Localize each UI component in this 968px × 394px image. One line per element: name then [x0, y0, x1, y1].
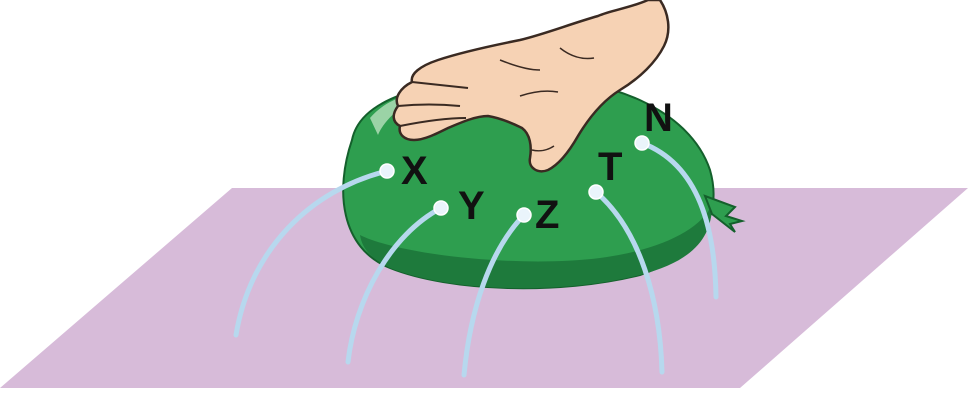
label-z: Z — [535, 193, 559, 237]
hole-marker-icon — [434, 201, 448, 215]
label-x: X — [401, 149, 428, 193]
hole-marker-icon — [380, 164, 394, 178]
label-y: Y — [458, 184, 485, 228]
label-n: N — [644, 96, 673, 140]
label-t: T — [598, 145, 622, 189]
hole-marker-icon — [517, 208, 531, 222]
